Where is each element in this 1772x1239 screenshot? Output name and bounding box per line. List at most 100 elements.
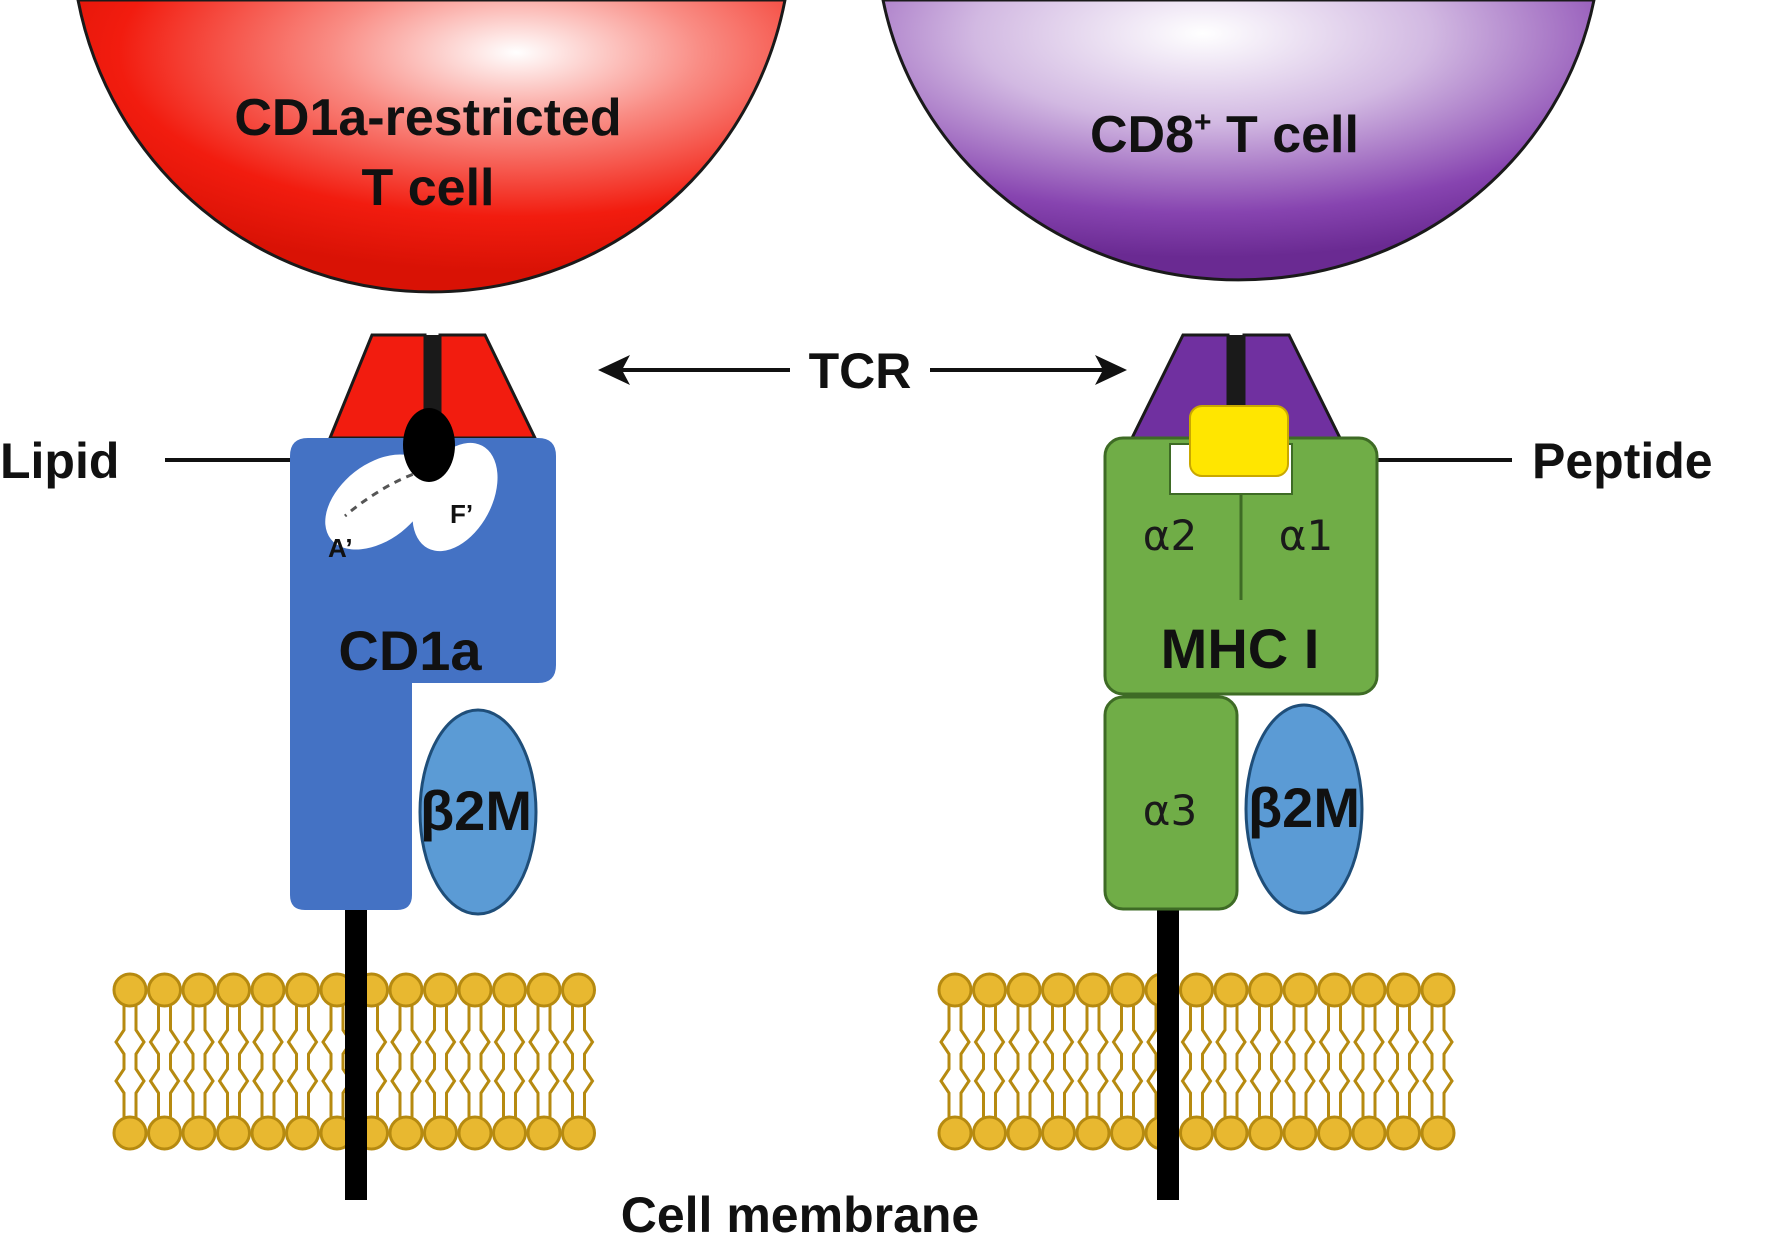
lipid-tails [939, 1006, 971, 1117]
lipid-tails [217, 1006, 250, 1117]
lipid-head-outer [1317, 972, 1352, 1008]
lipid-head-inner [216, 1115, 251, 1151]
cd8-t-cell: CD8+ T cell [881, 0, 1596, 282]
lipid-tails [183, 1006, 215, 1117]
lipid-head-outer [457, 972, 493, 1008]
alpha3-label: α3 [1143, 786, 1197, 835]
lipid-head-inner [561, 1115, 596, 1151]
lipid-tails [459, 1006, 491, 1117]
cd1a-label: CD1a [338, 619, 482, 682]
lipid-head-inner [112, 1115, 148, 1151]
lipid-tails [286, 1006, 319, 1117]
lipid-head-inner [1213, 1115, 1249, 1151]
tcr-label: TCR [809, 343, 912, 399]
lipid-label: Lipid [0, 433, 119, 489]
lipid-tails [1077, 1006, 1109, 1117]
lipid-head-outer [1213, 972, 1249, 1008]
lipid-head-inner [1006, 1115, 1042, 1151]
lipid-head-inner [1317, 1115, 1352, 1151]
lipid-head-outer [1420, 972, 1456, 1008]
cd1a-transmembrane-stalk [345, 905, 367, 1200]
lipid-tails [1422, 1006, 1454, 1117]
lipid-head-outer [1248, 972, 1283, 1008]
b2m-right-label: β2M [1248, 776, 1360, 839]
lipid-bilayer-left [112, 972, 596, 1151]
mhc-i-complex: α2 α1 MHC I α3 β2M [1103, 333, 1379, 1200]
lipid-tails [1249, 1006, 1282, 1117]
lipid-head-outer [423, 972, 458, 1008]
lipid-head-outer [492, 972, 527, 1008]
tcr-indicator [598, 355, 1127, 385]
lipid-tail [344, 468, 426, 518]
lipid-head-outer [1075, 972, 1111, 1008]
lipid-tails [252, 1006, 284, 1117]
lipid-tails [1387, 1006, 1420, 1117]
lipid-head-inner [526, 1115, 562, 1151]
lipid-head-outer [972, 972, 1007, 1008]
cd8-t-cell-label: CD8+ T cell [1090, 106, 1359, 164]
lipid-head-inner [147, 1115, 182, 1151]
cd8-t-cell-label-superscript: + [1194, 106, 1212, 139]
lipid-tails [493, 1006, 526, 1117]
cd1a-t-cell-label-line2: T cell [362, 159, 495, 217]
a-prime-label: A’ [328, 533, 353, 563]
cd8-t-cell-body [881, 0, 1596, 282]
cd1a-restricted-t-cell: CD1a-restricted T cell [76, 0, 787, 294]
lipid-head-outer [937, 972, 973, 1008]
lipid-head-outer [1006, 972, 1042, 1008]
f-prime-label: F’ [450, 499, 473, 529]
lipid-tails [1111, 1006, 1144, 1117]
lipid-head-inner [388, 1115, 424, 1151]
lipid-head-outer [112, 972, 148, 1008]
lipid-head-inner [1110, 1115, 1145, 1151]
cd1a-t-cell-body [76, 0, 787, 294]
cd1a-t-cell-label-line1: CD1a-restricted [234, 89, 621, 147]
lipid-head-inner [972, 1115, 1007, 1151]
cell-membrane-label: Cell membrane [621, 1187, 979, 1239]
lipid-head [403, 408, 455, 482]
lipid-tails [148, 1006, 181, 1117]
lipid-head-outer [285, 972, 320, 1008]
alpha1-label: α1 [1279, 511, 1333, 560]
cd8-t-cell-label-main: CD8 [1090, 106, 1194, 164]
peptide [1189, 405, 1289, 477]
lipid-bilayer-right [937, 972, 1456, 1151]
a-prime-pocket [325, 454, 431, 550]
lipid-head-inner [1420, 1115, 1456, 1151]
lipid-head-inner [1075, 1115, 1111, 1151]
mhc-i-label: MHC I [1161, 617, 1320, 680]
lipid-head-inner [1248, 1115, 1283, 1151]
cd8-t-cell-label-rest: T cell [1212, 106, 1359, 164]
cd1a-heavy-chain [290, 438, 556, 910]
b2m-left-label: β2M [420, 779, 532, 842]
lipid-head-outer [250, 972, 286, 1008]
lipid-head-inner [1041, 1115, 1076, 1151]
mhc-alpha3-domain [1103, 695, 1239, 911]
lipid-head-inner [1282, 1115, 1318, 1151]
lipid-head-outer [1179, 972, 1214, 1008]
lipid-tails [1180, 1006, 1213, 1117]
tcr-arrow-right-head [1095, 355, 1127, 385]
lipid-tails [424, 1006, 457, 1117]
lipid-head-inner [492, 1115, 527, 1151]
lipid-tails [1318, 1006, 1351, 1117]
lipid-head-outer [561, 972, 596, 1008]
lipid-head-inner [937, 1115, 973, 1151]
lipid-head-outer [1282, 972, 1318, 1008]
lipid-head-outer [1041, 972, 1076, 1008]
lipid-tails [1353, 1006, 1385, 1117]
lipid-head-inner [423, 1115, 458, 1151]
lipid-tails [562, 1006, 595, 1117]
mhc-transmembrane-stalk [1157, 905, 1179, 1200]
lipid-tails [1008, 1006, 1040, 1117]
lipid-head-inner [457, 1115, 493, 1151]
lipid-tails [390, 1006, 422, 1117]
lipid-head-inner [1386, 1115, 1421, 1151]
lipid-tails [1215, 1006, 1247, 1117]
lipid-tails [973, 1006, 1006, 1117]
lipid-tails [114, 1006, 146, 1117]
lipid-tails [1042, 1006, 1075, 1117]
lipid-head-inner [181, 1115, 217, 1151]
lipid-head-outer [216, 972, 251, 1008]
